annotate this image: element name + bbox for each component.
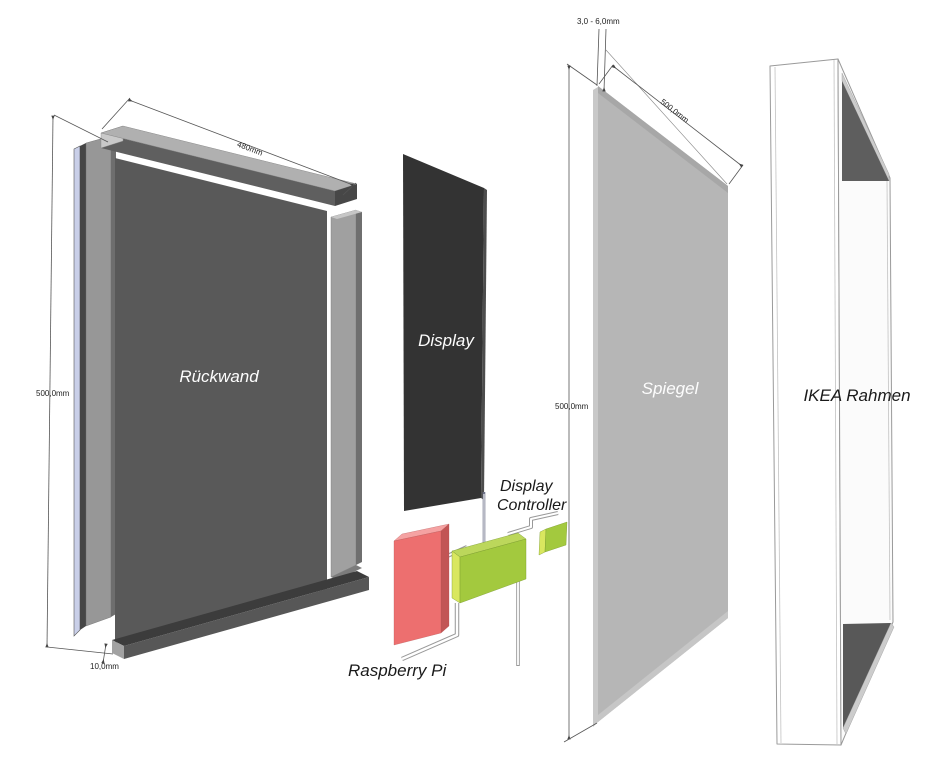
left-rail-edge bbox=[111, 136, 116, 617]
bottom-bar-end-cap bbox=[112, 640, 124, 659]
right-rail-side bbox=[356, 210, 362, 565]
controller-small-module bbox=[538, 521, 568, 556]
board-to-piece-wire-core bbox=[507, 512, 559, 535]
dim-line bbox=[45, 115, 55, 648]
dim-ext-line bbox=[566, 63, 598, 86]
controller-board-front bbox=[459, 538, 527, 604]
frame-bottom-bevel bbox=[842, 622, 895, 735]
controller-small-module-front bbox=[544, 521, 568, 553]
back-panel-assembly: Rückwand bbox=[73, 125, 369, 659]
frame-front-right-inner-line bbox=[833, 59, 838, 745]
ikea-frame-label: IKEA Rahmen bbox=[803, 386, 910, 405]
dim-back-width bbox=[101, 97, 357, 196]
controller-label-line2: Controller bbox=[497, 497, 567, 514]
bottom-bar-front bbox=[124, 577, 369, 659]
back-panel-label: Rückwand bbox=[179, 367, 259, 386]
right-rail-front bbox=[330, 209, 357, 578]
dim-ext-line bbox=[598, 64, 614, 85]
display-label: Display bbox=[418, 331, 475, 350]
dim-line bbox=[128, 98, 354, 187]
dim-ext-line bbox=[563, 722, 598, 743]
ikea-frame: IKEA Rahmen bbox=[769, 58, 911, 746]
dim-back-height-text: 500,0mm bbox=[36, 389, 70, 398]
frame-top-interior bbox=[842, 81, 889, 181]
bottom-bar-top bbox=[112, 571, 369, 646]
dim-mirror-width-text: 500,0mm bbox=[659, 97, 691, 125]
mirror-label: Spiegel bbox=[642, 379, 700, 398]
left-rail bbox=[85, 135, 112, 627]
controller-board-left bbox=[451, 550, 461, 604]
foil-strip-edge bbox=[80, 143, 86, 630]
raspberry-pi-box bbox=[393, 523, 450, 646]
dim-mirror-thickness-text: 3,0 - 6,0mm bbox=[577, 17, 620, 26]
pi-bottom-ribbon-core bbox=[401, 603, 459, 661]
mirror-face bbox=[598, 86, 728, 722]
frame-front-inner-line bbox=[774, 66, 782, 744]
dim-ext-line bbox=[101, 97, 131, 130]
foil-strip bbox=[73, 145, 81, 637]
controller-label-line1: Display bbox=[500, 478, 553, 495]
dim-mirror-height-text: 500,0mm bbox=[555, 402, 589, 411]
display-panel bbox=[403, 154, 484, 511]
back-panel bbox=[115, 158, 327, 643]
dim-mirror-height bbox=[563, 63, 598, 743]
raspberry-pi-label: Raspberry Pi bbox=[348, 661, 447, 680]
dim-mirror-width bbox=[598, 64, 744, 185]
top-bar-right-cap bbox=[335, 184, 357, 206]
raspberry-pi-side bbox=[440, 523, 450, 634]
right-rail-top bbox=[331, 210, 362, 219]
frame-side-face bbox=[837, 58, 894, 746]
dim-line bbox=[611, 64, 744, 168]
mirror: Spiegel bbox=[593, 86, 728, 727]
dim-bar-thickness-text: 10,0mm bbox=[90, 662, 119, 671]
dim-bar-thickness-line bbox=[101, 643, 108, 664]
dim-line bbox=[596, 28, 600, 87]
raspberry-pi-front bbox=[393, 530, 442, 646]
controller-board bbox=[451, 532, 527, 604]
dim-ext-line bbox=[46, 646, 114, 655]
dim-ext-line bbox=[53, 114, 109, 143]
display-panel-edge bbox=[481, 188, 487, 500]
mirror-left-edge bbox=[593, 87, 598, 727]
mirror-bottom-bevel bbox=[598, 611, 728, 722]
frame-back-edge-line bbox=[886, 180, 891, 621]
dim-line bbox=[602, 28, 607, 92]
dim-ext-line bbox=[728, 164, 744, 185]
display-assembly: Display bbox=[403, 154, 487, 511]
